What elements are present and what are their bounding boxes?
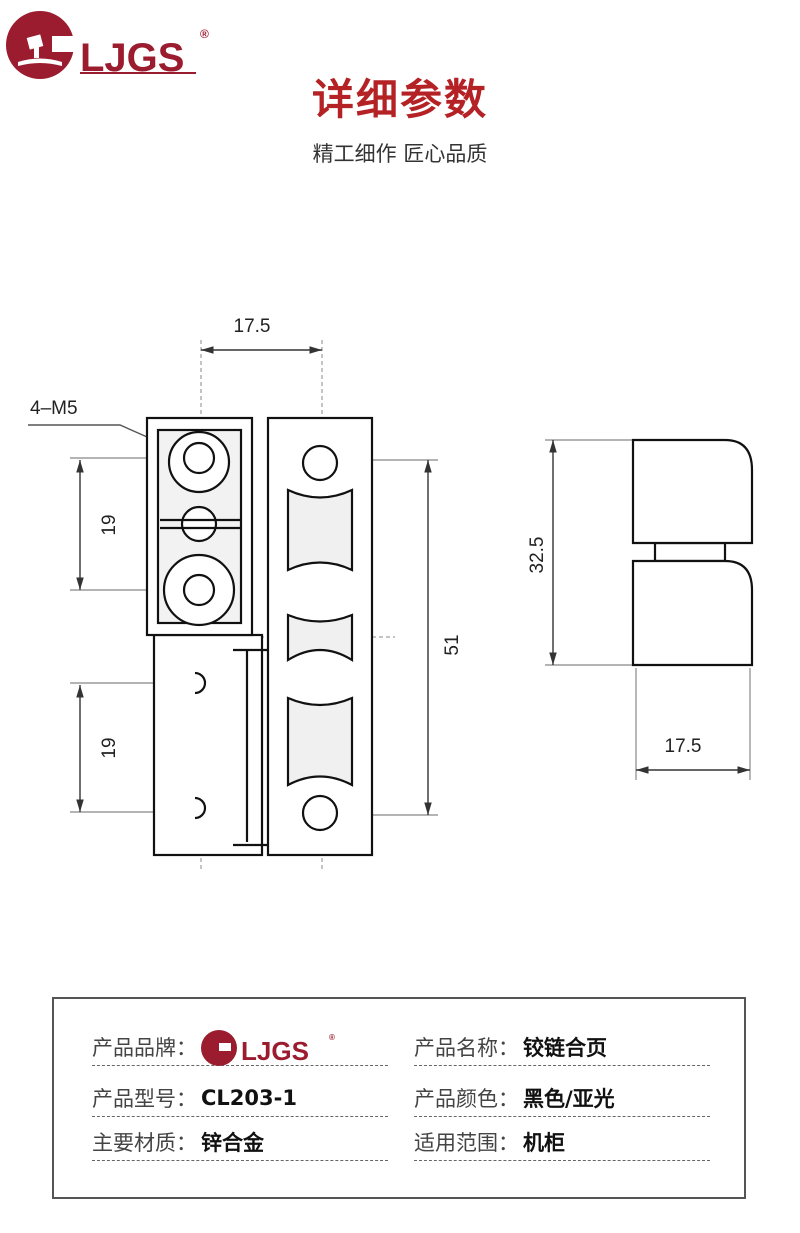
dim-top-width: 17.5 bbox=[234, 316, 271, 337]
spec-label: 适用范围： bbox=[414, 1131, 519, 1155]
page-title: 详细参数 bbox=[311, 75, 488, 124]
spec-row-brand: 产品品牌： LJGS ® bbox=[92, 1029, 388, 1066]
spec-label: 产品型号： bbox=[92, 1087, 197, 1111]
spec-value: 机柜 bbox=[523, 1131, 565, 1155]
dimension-lines bbox=[28, 346, 750, 815]
dim-side-height: 32.5 bbox=[527, 537, 548, 574]
spec-label: 产品颜色： bbox=[414, 1087, 519, 1111]
hinge-front-view bbox=[145, 416, 374, 857]
spec-row-name: 产品名称：铰链合页 bbox=[414, 1029, 710, 1066]
page-subtitle: 精工细作 匠心品质 bbox=[312, 142, 488, 166]
hinge-side-view bbox=[631, 438, 754, 667]
spec-row-material: 主要材质：锌合金 bbox=[92, 1124, 388, 1161]
dim-side-width: 17.5 bbox=[665, 736, 702, 757]
spec-value: 铰链合页 bbox=[523, 1036, 607, 1060]
dim-left-spacing-upper: 19 bbox=[99, 514, 120, 535]
brand-logo: LJGS ® bbox=[6, 11, 209, 80]
spec-row-color: 产品颜色：黑色/亚光 bbox=[414, 1080, 710, 1117]
dim-hole-spec: 4–M5 bbox=[30, 398, 78, 419]
spec-value: 锌合金 bbox=[201, 1131, 264, 1155]
dim-total-span: 51 bbox=[442, 634, 463, 655]
spec-label: 产品名称： bbox=[414, 1036, 519, 1060]
spec-value: LJGS bbox=[241, 1036, 309, 1066]
spec-label: 主要材质： bbox=[92, 1131, 197, 1155]
spec-brand-logo: LJGS ® bbox=[201, 1030, 335, 1066]
spec-label: 产品品牌： bbox=[92, 1036, 197, 1060]
spec-value: 黑色/亚光 bbox=[523, 1087, 615, 1111]
spec-table: 产品品牌： LJGS ® 产品名称：铰链合页 产品型号：CL203-1 产品颜色… bbox=[52, 997, 746, 1199]
registered-mark: ® bbox=[200, 27, 209, 41]
spec-row-application: 适用范围：机柜 bbox=[414, 1124, 710, 1161]
technical-drawing: 17.5 4–M5 19 19 51 32.5 17.5 bbox=[28, 316, 754, 870]
dim-left-spacing-lower: 19 bbox=[99, 737, 120, 758]
spec-row-model: 产品型号：CL203-1 bbox=[92, 1080, 388, 1117]
svg-text:®: ® bbox=[329, 1033, 335, 1042]
spec-value: CL203-1 bbox=[201, 1086, 297, 1110]
